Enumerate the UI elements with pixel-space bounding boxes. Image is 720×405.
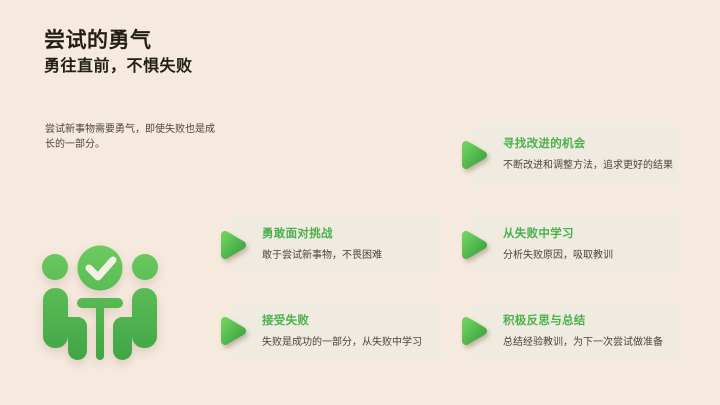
play-triangle-icon — [461, 316, 488, 346]
check-circle — [77, 245, 123, 291]
check-mark — [85, 256, 117, 281]
intro-text: 尝试新事物需要勇气，即使失败也是成长的一部分。 — [45, 124, 215, 151]
card-title: 勇敢面对挑战 — [262, 228, 333, 240]
team-check-icon — [42, 245, 158, 360]
card-desc: 敢于尝试新事物，不畏困难 — [262, 250, 382, 261]
card-desc: 总结经验教训，为下一次尝试做准备 — [503, 337, 663, 348]
card-title: 从失败中学习 — [503, 228, 574, 240]
play-triangle-icon — [220, 316, 247, 346]
play-triangle-icon — [461, 140, 488, 170]
feature-card: 接受失败 失败是成功的一部分，从失败中学习 — [221, 302, 441, 360]
page-title: 尝试的勇气 — [44, 29, 152, 52]
feature-card: 积极反思与总结 总结经验教训，为下一次尝试做准备 — [462, 302, 679, 360]
right-person-head — [132, 254, 158, 280]
feature-card: 勇敢面对挑战 敢于尝试新事物，不畏困难 — [221, 215, 441, 274]
card-desc: 不断改进和调整方法，追求更好的结果 — [503, 160, 673, 171]
feature-card: 从失败中学习 分析失败原因，吸取教训 — [462, 215, 679, 274]
feature-card: 寻找改进的机会 不断改进和调整方法，追求更好的结果 — [462, 125, 679, 185]
card-desc: 失败是成功的一部分，从失败中学习 — [262, 337, 422, 348]
card-desc: 分析失败原因，吸取教训 — [503, 250, 613, 261]
page-subtitle: 勇往直前，不惧失败 — [44, 58, 193, 75]
card-title: 积极反思与总结 — [503, 315, 586, 327]
play-triangle-icon — [220, 230, 247, 260]
left-person-head — [42, 254, 68, 280]
play-triangle-icon — [461, 230, 488, 260]
card-title: 接受失败 — [262, 315, 310, 327]
card-title: 寻找改进的机会 — [503, 138, 586, 150]
